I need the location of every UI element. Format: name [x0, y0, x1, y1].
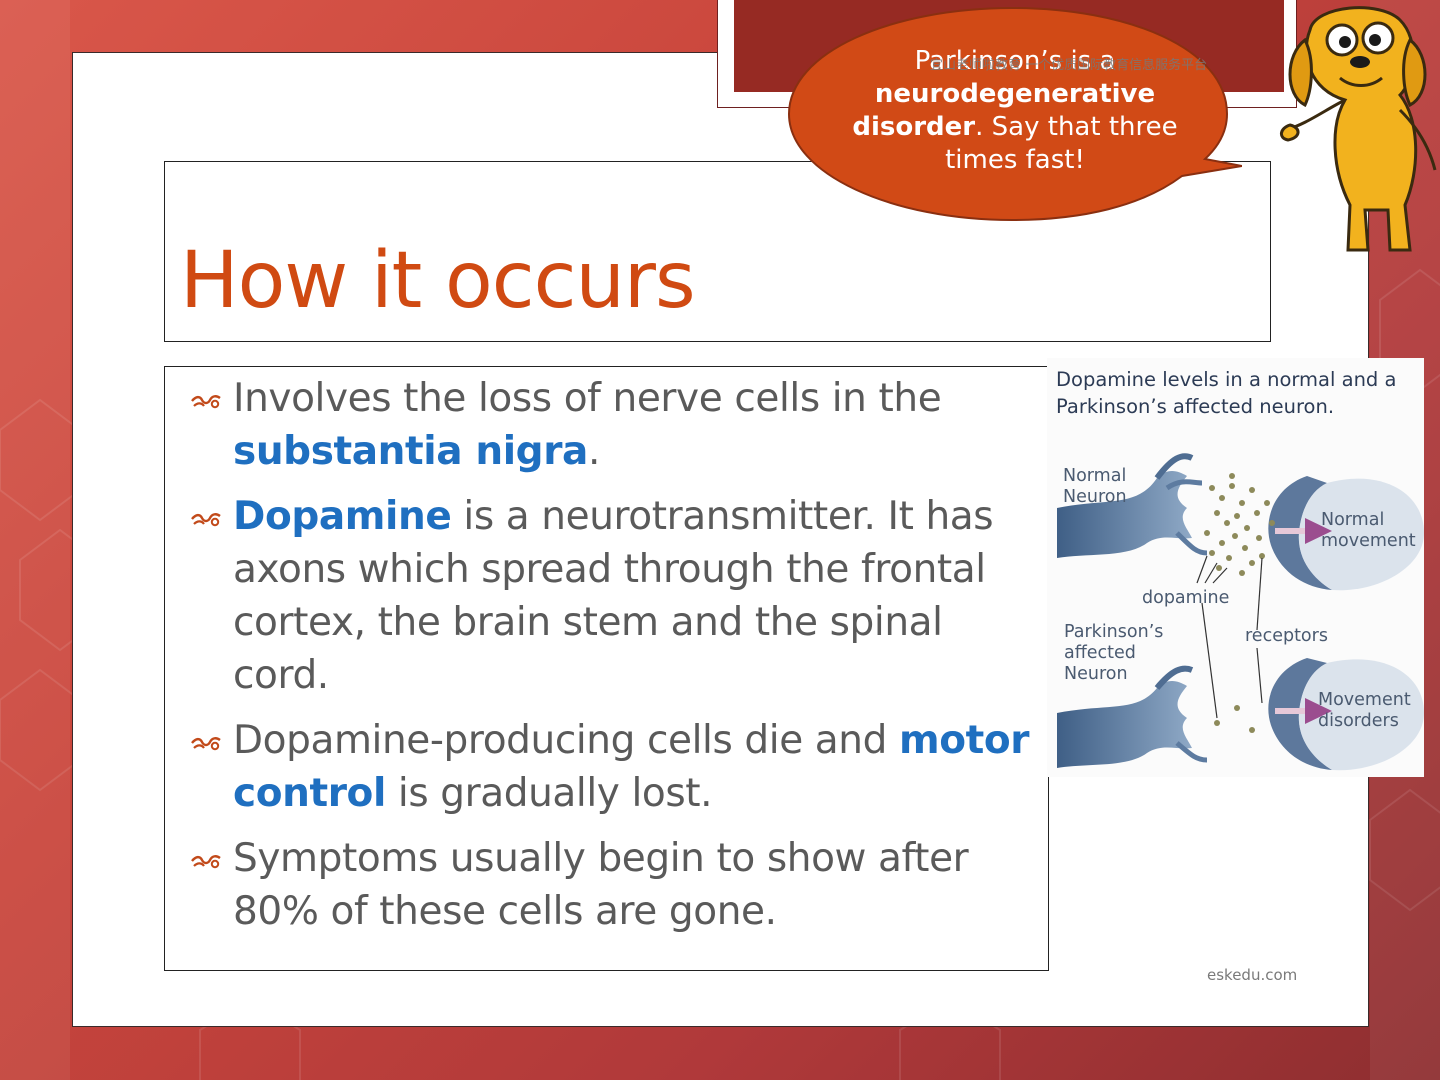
highlighted-term: Dopamine [233, 494, 452, 539]
normal-receptor-shape [1268, 476, 1424, 591]
fleuron-bullet-icon [191, 395, 221, 409]
bullet-text: Dopamine-producing cells die and [233, 718, 899, 763]
dopamine-label: dopamine [1142, 588, 1230, 608]
fleuron-bullet-icon [191, 855, 221, 869]
bullet-text: Symptoms usually begin to show after 80%… [233, 836, 969, 934]
highlighted-term: motor control [233, 718, 1030, 816]
label-pointer-lines [1196, 555, 1263, 719]
affected-arrow [1275, 698, 1332, 724]
parkinsons-neuron-label: Parkinson’s affected Neuron [1064, 622, 1164, 684]
speech-bubble-text: Parkinson’s is a neurodegenerative disor… [850, 45, 1180, 177]
receptors-label: receptors [1245, 626, 1328, 646]
bullet-item: Dopamine-producing cells die and motor c… [190, 714, 1030, 820]
bullet-text: . [587, 429, 600, 474]
footer-site-label: eskedu.com [1207, 966, 1298, 984]
neuron-illustration [1057, 453, 1424, 771]
normal-arrow [1275, 518, 1332, 544]
bullet-item: Symptoms usually begin to show after 80%… [190, 832, 1030, 938]
bullet-text: Involves the loss of nerve cells in the [233, 376, 942, 421]
bubble-rest: . Say that three times fast! [945, 112, 1178, 175]
dopamine-dots [1204, 473, 1275, 576]
dopamine-neuron-figure: Dopamine levels in a normal and a Parkin… [1047, 358, 1424, 777]
affected-neuron-shape [1057, 665, 1208, 768]
bullet-text: is gradually lost. [385, 771, 713, 816]
bullet-list: Involves the loss of nerve cells in the … [190, 372, 1030, 950]
bubble-line-1: Parkinson’s is a [914, 46, 1116, 76]
slide-title: How it occurs [180, 236, 696, 326]
fleuron-bullet-icon [191, 513, 221, 527]
cartoon-dog-illustration [1280, 6, 1437, 252]
content-frame [164, 366, 1049, 971]
bullet-item: Involves the loss of nerve cells in the … [190, 372, 1030, 478]
normal-neuron-shape [1057, 453, 1208, 558]
movement-disorders-label: Movement disorders [1318, 690, 1411, 731]
affected-receptor-shape [1268, 658, 1424, 771]
highlighted-term: substantia nigra [233, 429, 588, 474]
affected-dopamine-dots [1214, 705, 1255, 733]
normal-neuron-label: Normal Neuron [1063, 466, 1127, 507]
speech-bubble [787, 6, 1242, 222]
bullet-text: is a neurotransmitter. It has axons whic… [233, 494, 994, 698]
bubble-bold-term: neurodegenerative disorder [852, 79, 1156, 142]
bullet-item: Dopamine is a neurotransmitter. It has a… [190, 490, 1030, 702]
watermark-text: 宜山老师啦教育 一个优质国际教育信息服务平台 [930, 58, 1208, 73]
figure-title: Dopamine levels in a normal and a Parkin… [1056, 368, 1397, 418]
fleuron-bullet-icon [191, 737, 221, 751]
normal-movement-label: Normal movement [1321, 510, 1416, 551]
